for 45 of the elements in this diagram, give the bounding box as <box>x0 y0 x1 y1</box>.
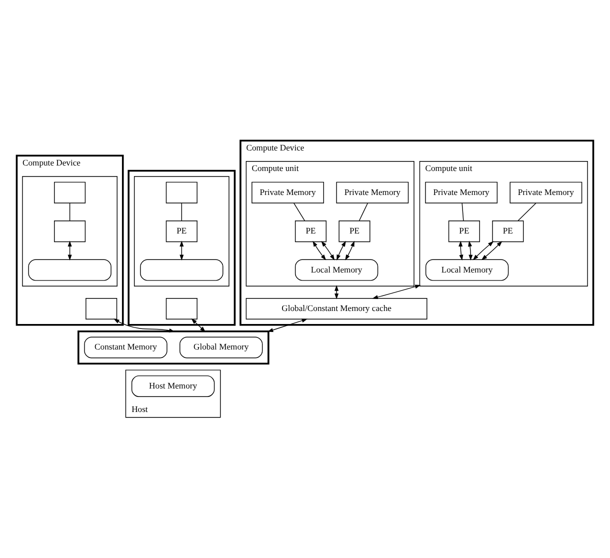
arrow <box>267 318 308 332</box>
arrow <box>481 241 502 260</box>
arrow <box>336 240 346 260</box>
arrow <box>468 240 473 261</box>
node-box <box>28 259 112 281</box>
node-box: PE <box>492 220 524 242</box>
cluster: Compute Device <box>16 154 124 326</box>
node-box: Private Memory <box>336 182 409 204</box>
node-box: Private Memory <box>252 182 324 204</box>
connector <box>462 202 464 222</box>
node-box <box>140 259 224 281</box>
node-box <box>54 220 86 242</box>
node-box <box>86 298 118 320</box>
arrow <box>312 240 326 260</box>
node-box: Host Memory <box>131 375 215 397</box>
arrow <box>372 284 421 300</box>
connector <box>518 202 536 222</box>
node-box: PE <box>338 220 370 242</box>
connector <box>69 202 70 222</box>
node-box <box>166 298 198 320</box>
node-box: Global Memory <box>180 336 263 358</box>
node-box <box>54 182 86 204</box>
arrow <box>191 318 206 332</box>
connector <box>181 202 182 222</box>
node-box: Local Memory <box>425 259 509 281</box>
connector <box>293 202 306 222</box>
node-box: Private Memory <box>510 182 582 204</box>
arrow <box>458 240 464 261</box>
node-box: Constant Memory <box>84 336 168 358</box>
connector <box>358 202 368 222</box>
arrow <box>334 285 339 300</box>
cluster <box>78 330 270 365</box>
arrow <box>321 240 335 260</box>
node-box: PE <box>166 220 198 242</box>
node-box: Private Memory <box>425 182 498 204</box>
node-box: PE <box>294 220 327 242</box>
node-box: PE <box>448 220 480 242</box>
cluster <box>134 176 230 287</box>
node-box: Global/Constant Memory cache <box>246 298 428 320</box>
arrow <box>345 240 354 260</box>
arrow <box>114 318 175 332</box>
node-box: Local Memory <box>294 259 378 281</box>
arrow <box>472 241 494 260</box>
node-box <box>166 182 198 204</box>
cluster <box>22 176 118 287</box>
